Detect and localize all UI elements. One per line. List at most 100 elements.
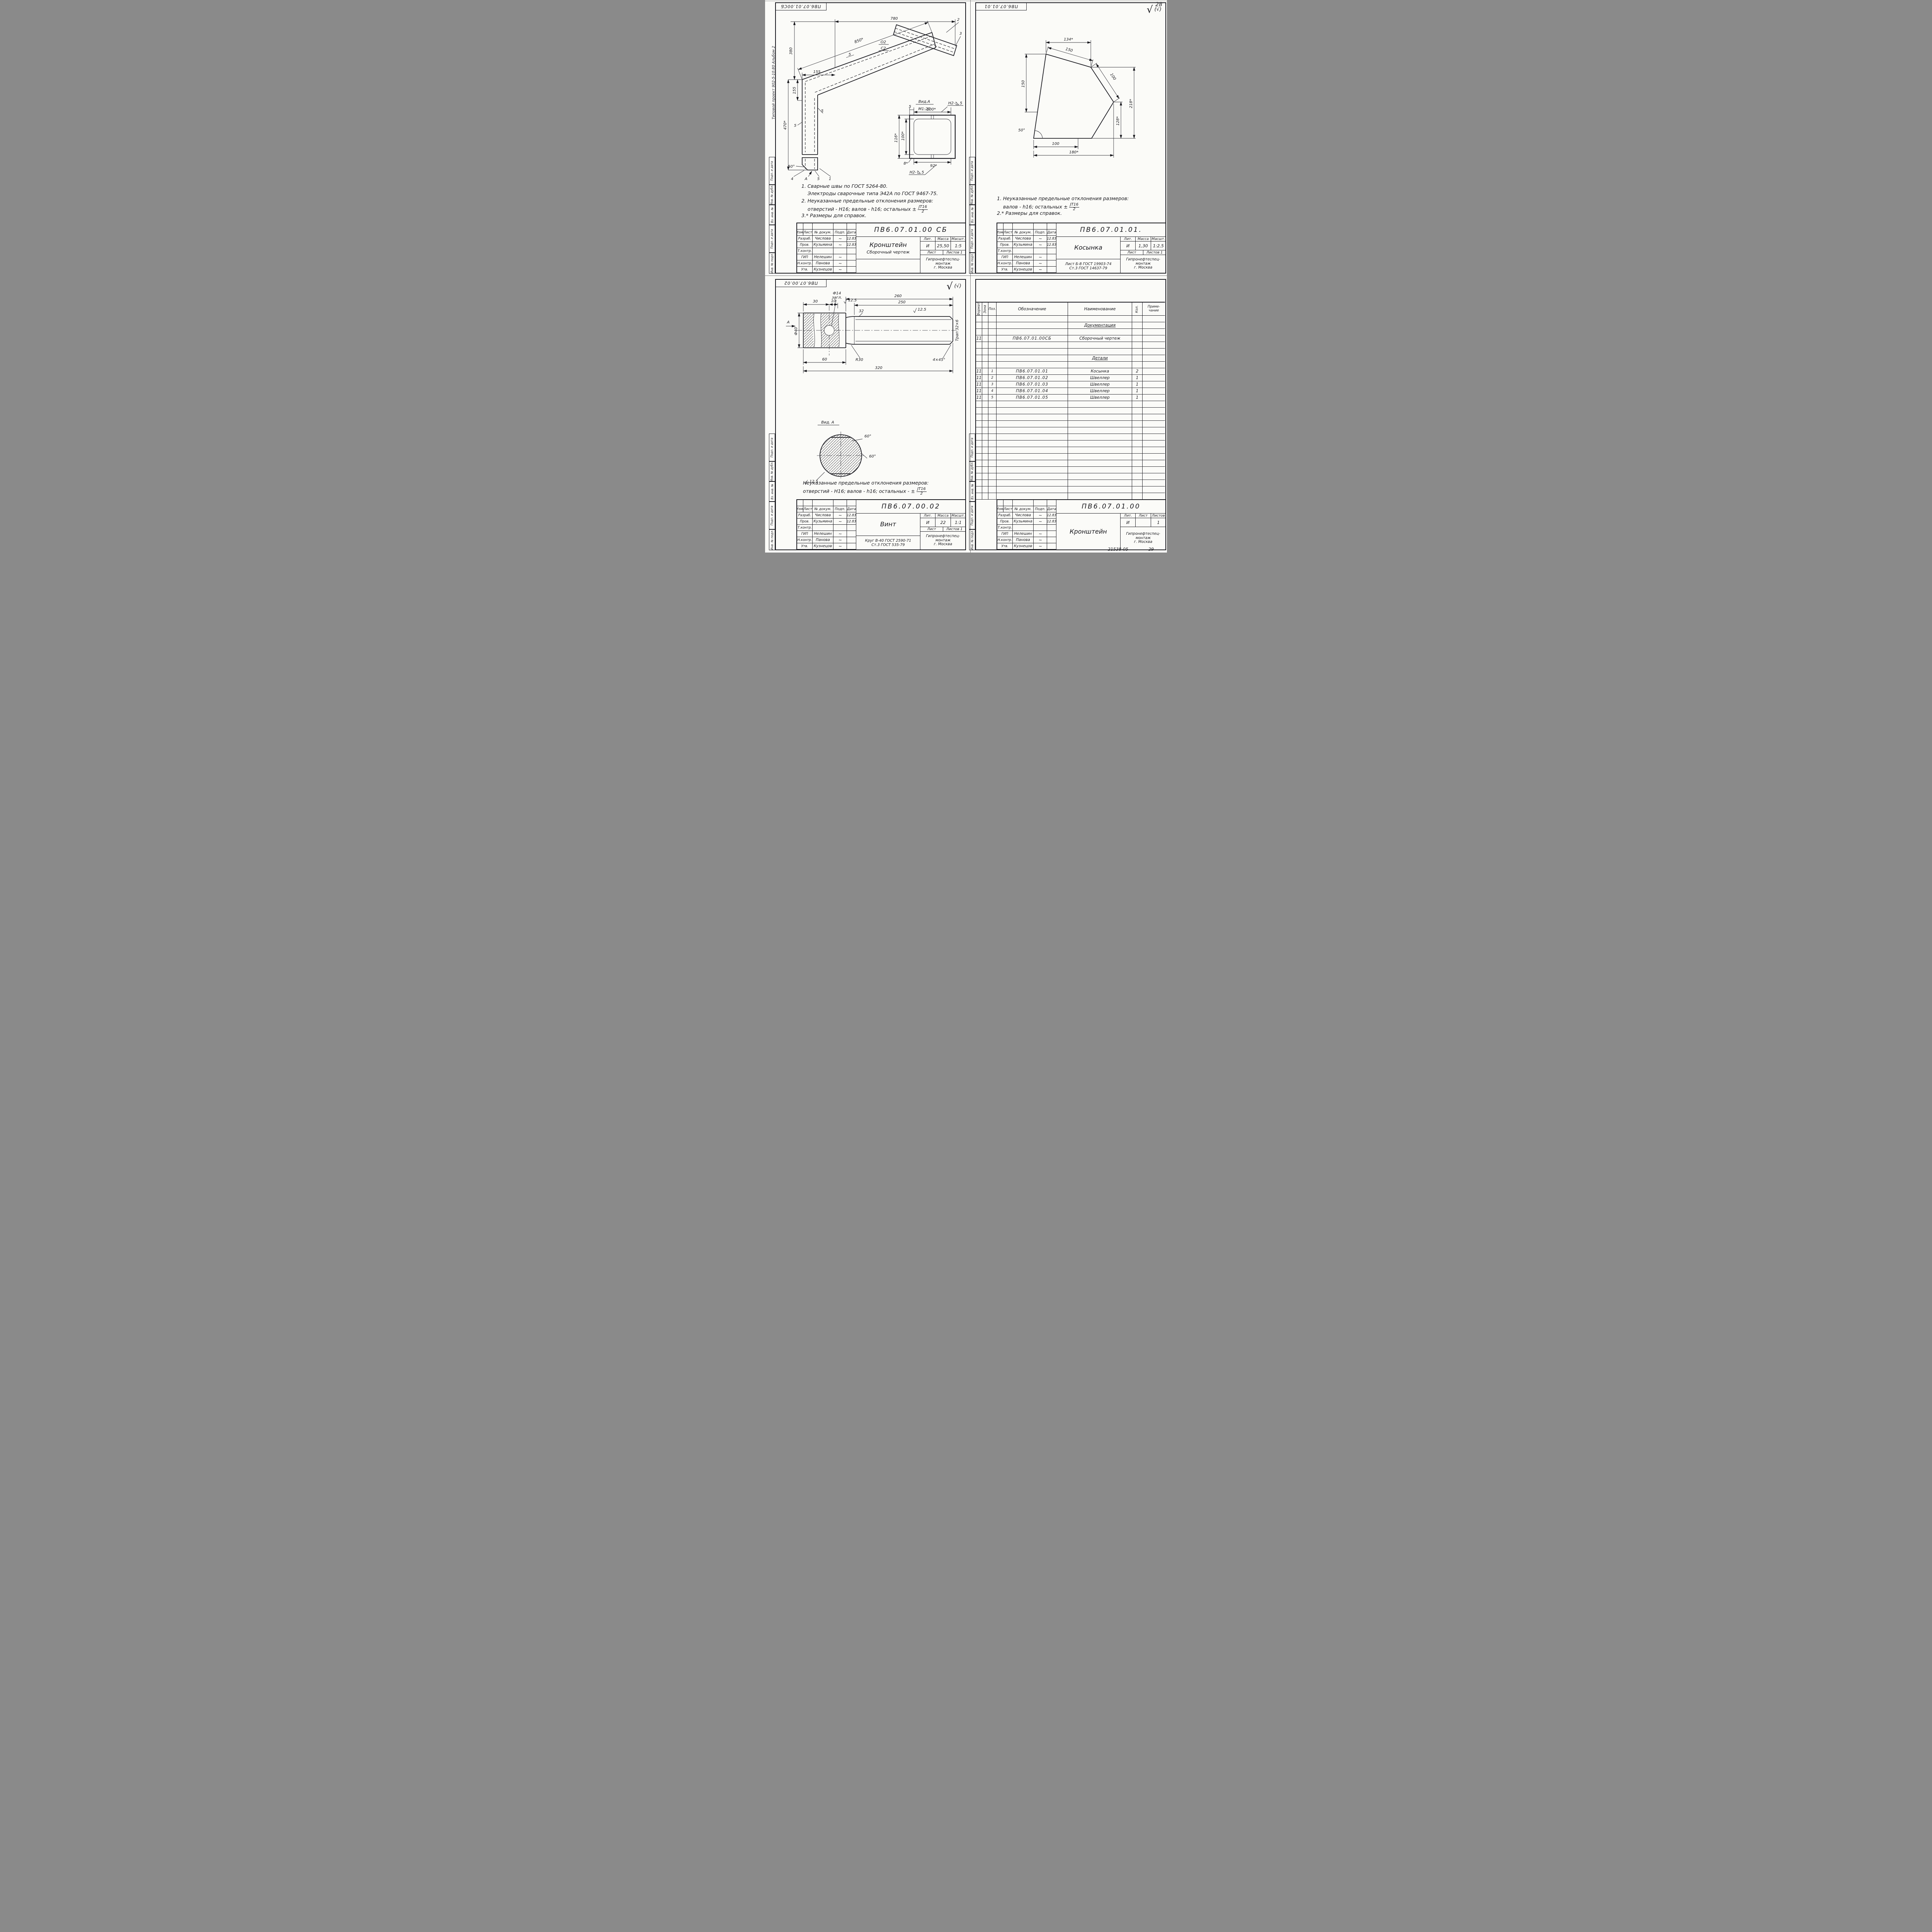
order-number: 21538-05 (1108, 547, 1128, 552)
weld-mark: О2 (881, 40, 886, 44)
signature (833, 525, 847, 531)
signature: ~ (1034, 236, 1047, 242)
sheet-screw: Подп. и дата Инв. № дубл. Вз. инв. № Под… (768, 279, 966, 550)
weld-size: 5 (922, 170, 924, 175)
drawing-frame: ПВ6.07.01.00СБ 780 (775, 2, 966, 274)
roughness-label: 12.5 (918, 308, 926, 312)
dim-label: 100* (901, 131, 905, 141)
note-line: 1. Неуказанные предельные отклонения раз… (997, 196, 1129, 201)
signature: ~ (833, 519, 847, 525)
dim-label: 134* (1064, 37, 1073, 42)
thread-label: Трап 32×6 (955, 320, 959, 341)
spec-row: 11 1 ПВ6.07.01.01 Косынка 2 (976, 368, 1165, 375)
signature (1034, 525, 1047, 531)
col-poz: Поз. (988, 303, 997, 315)
spec-row (976, 447, 1165, 454)
side-stamp-box: Инв. № подл. (969, 253, 975, 274)
gusset-drawing: 134* 150 100 218* 128* 150 (1018, 37, 1136, 158)
surface-finish-mark: √(√) (946, 281, 961, 292)
spec-row: Документация (976, 322, 1165, 329)
spec-table: Формат Зона Поз. Обозначение Наименовани… (976, 302, 1165, 500)
spec-row (976, 329, 1165, 335)
side-stamp-box: Подп. и дата (969, 157, 975, 185)
item-callout: 4 (791, 177, 793, 181)
side-stamp-box: Вз. инв. № (769, 481, 775, 502)
weld-mark: Н2- (948, 101, 955, 105)
tb-person-row: Т.контр. (997, 248, 1056, 254)
doc-designation: ПВ6.07.01.00 СБ (856, 223, 966, 237)
doc-designation: ПВ6.07.01.01. (1056, 223, 1166, 237)
tb-person-row: Пров.Кузьмина~12.83 (797, 519, 856, 525)
dim-label: 180* (1069, 150, 1078, 155)
spec-row: Детали (976, 355, 1165, 362)
signature: ~ (1034, 543, 1047, 549)
roughness-label: 12.5 (810, 480, 818, 484)
side-stamp-box: Подп. и дата (769, 434, 775, 461)
dim-label: 32 (859, 309, 864, 313)
tb-person-row: Пров.Кузьмина~12.83 (997, 242, 1056, 248)
spec-row (976, 362, 1165, 368)
tb-person-row: Утв.Кузнецов~ (797, 543, 856, 549)
view-scale: М1:20 (918, 107, 930, 111)
col-format: Формат (976, 303, 982, 315)
side-stamp-box: Инв. № подл. (769, 529, 775, 550)
item-callout: 3 (959, 32, 962, 36)
technical-notes: 1. Сварные швы по ГОСТ 5264-80. Электрод… (801, 183, 961, 220)
sheet-gusset: Подп. и дата Инв. № дубл. Вз. инв. № Под… (968, 2, 1166, 274)
spec-row (976, 427, 1165, 434)
side-stamp-box: Подп. и дата (969, 434, 975, 461)
note-line: 3.* Размеры для справок. (801, 213, 867, 218)
side-stamp-box: Инв. № подл. (769, 253, 775, 274)
dimensions: Ф40 А 30 10 Ф14 загл. 12.5 260 (786, 291, 959, 373)
organization: Гипронефтеспец- монтаж г. Москва (1126, 531, 1160, 544)
dim-label: 100 (1052, 142, 1059, 146)
signature: ~ (833, 236, 847, 242)
dim-label: 60 (822, 357, 827, 362)
technical-notes: Неуказанные предельные отклонения размер… (803, 480, 963, 495)
footer-sheet-number: 29 (1148, 547, 1154, 552)
spec-row (976, 473, 1165, 480)
signature: ~ (833, 242, 847, 248)
tb-person-row: Н.контр.Панова~ (797, 537, 856, 543)
view-a: Вид. А 60° 60° 12.5 (804, 420, 876, 485)
tb-empty-row (997, 500, 1056, 506)
signature: ~ (833, 267, 847, 273)
spec-row (976, 349, 1165, 355)
margin-stamps: Подп. и дата Инв. № дубл. Вз. инв. № Под… (768, 279, 775, 550)
side-stamp-box: Инв. № дубл. (769, 461, 775, 481)
dim-label: 250 (898, 300, 905, 304)
side-stamp-box: Подп. и дата (769, 157, 775, 185)
margin-stamps: Подп. и дата Инв. № дубл. Вз. инв. № Под… (768, 2, 775, 274)
dim-label: 155 (793, 87, 797, 94)
signature: ~ (833, 543, 847, 549)
screw-drawing: Ф40 А 30 10 Ф14 загл. 12.5 260 (786, 291, 959, 485)
view-title: Вид.А (918, 100, 930, 104)
item-callout: 2 (957, 18, 959, 22)
organization: Гипронефтеспец- монтаж г. Москва (926, 257, 960, 270)
dim-label: 218* (1129, 99, 1133, 108)
dim-label: 116* (894, 133, 898, 143)
signature: ~ (1034, 267, 1047, 273)
spec-row (976, 316, 1165, 322)
dim-label: 30 (813, 299, 818, 304)
note-line: 2. Неуказанные предельные отклонения раз… (801, 198, 934, 204)
dim-note: загл. (832, 296, 842, 300)
tb-empty-row (997, 223, 1056, 230)
angle-label: 50° (1018, 128, 1025, 133)
signature: ~ (1034, 531, 1047, 537)
angle-label: 60° (864, 434, 871, 439)
